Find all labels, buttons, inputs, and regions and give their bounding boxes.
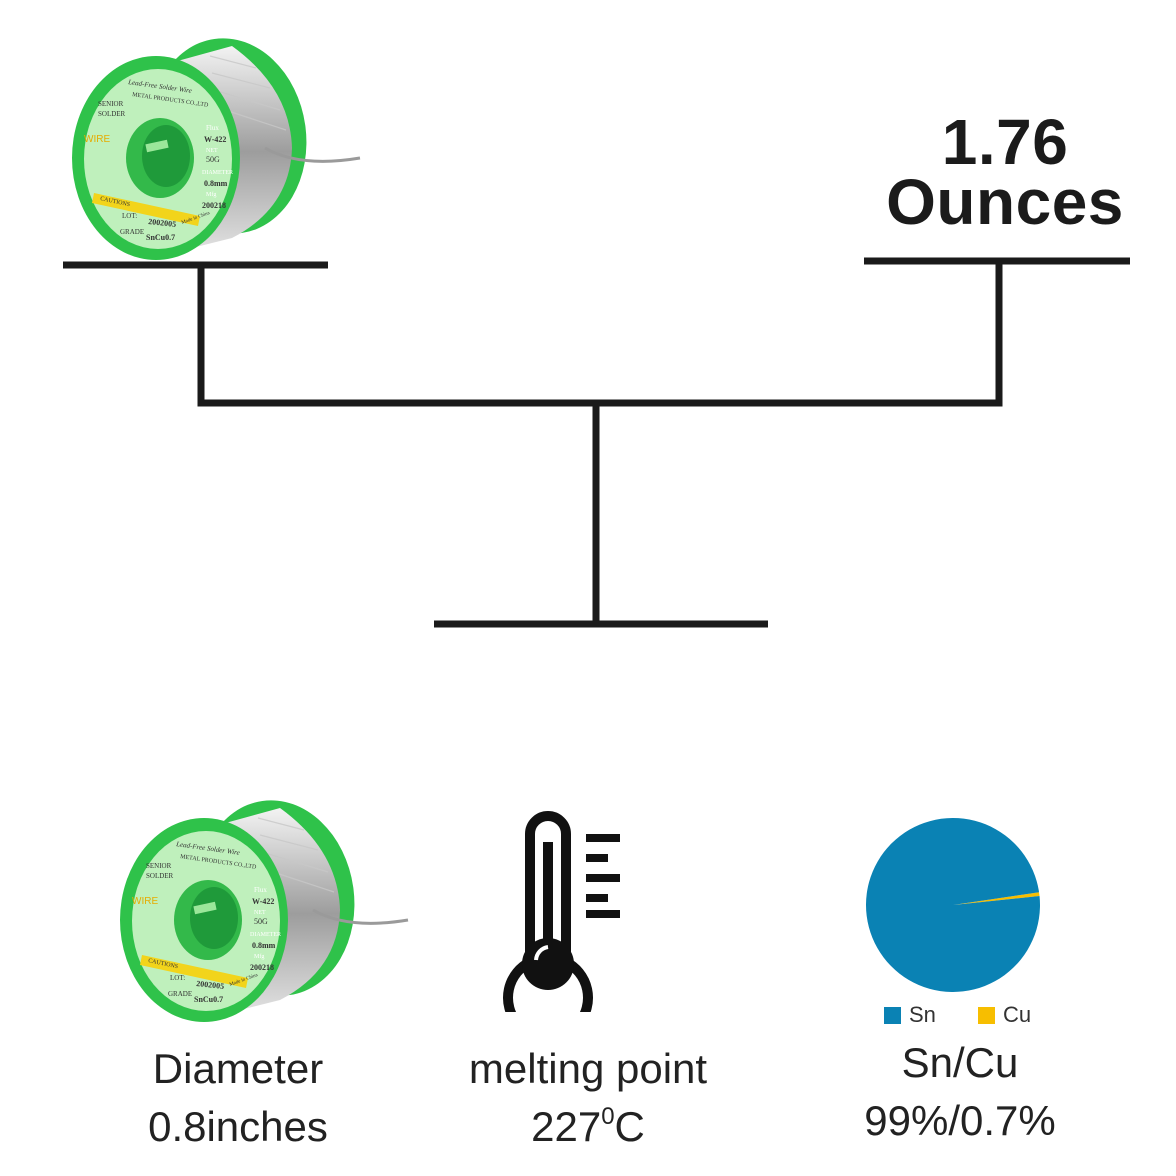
spool-senior: SENIOR: [98, 100, 124, 108]
legend-swatch-cu: [978, 1006, 996, 1024]
spool-grade-value: SnCu0.7: [146, 233, 175, 242]
spool-flux: Flux: [254, 886, 267, 894]
scale-beam: [197, 261, 1003, 407]
solder-spool-icon: Lead-Free Solder Wire METAL PRODUCTS CO.…: [72, 38, 361, 260]
spool-lot-label: LOT:: [122, 212, 137, 220]
solder-spool-icon: Lead-Free Solder Wire METAL PRODUCTS CO.…: [120, 800, 409, 1022]
pie-slice-sn: [866, 818, 1040, 993]
spool-solder: SOLDER: [98, 110, 126, 118]
spool-net-value: 50G: [206, 155, 220, 164]
spool-wire: WIRE: [84, 134, 110, 145]
alloy-title: Sn/Cu: [901, 1039, 1019, 1086]
spool-grade-label: GRADE: [168, 990, 192, 998]
spool-mfg: Mfg: [254, 953, 264, 960]
spool-net: NET: [206, 148, 218, 154]
melting-point-caption: melting point 2270C: [438, 1040, 738, 1156]
spool-mfg-value: 200218: [250, 963, 274, 972]
spool-diameter: DIAMETER: [250, 932, 281, 938]
melting-point-degree: 0: [601, 1103, 615, 1130]
melting-point-number: 227: [531, 1103, 602, 1150]
spool-solder: SOLDER: [146, 872, 174, 880]
spool-flux-code: W-422: [204, 135, 226, 144]
alloy-caption: Sn/Cu 99%/0.7%: [820, 1034, 1100, 1150]
spool-net: NET: [254, 910, 266, 916]
spool-flux-code: W-422: [252, 897, 274, 906]
spool-wire: WIRE: [132, 896, 158, 907]
spool-lot-value: 2002005: [148, 217, 177, 229]
diameter-title: Diameter: [152, 1045, 324, 1092]
melting-point-value: 2270C: [438, 1098, 738, 1156]
legend-item-sn: Sn: [884, 1002, 936, 1028]
spool-mfg: Mfg: [206, 191, 216, 198]
legend-item-cu: Cu: [978, 1002, 1031, 1028]
legend-swatch-sn: [884, 1006, 901, 1024]
spool-lot-value: 2002005: [196, 979, 225, 991]
spool-grade-value: SnCu0.7: [194, 995, 223, 1004]
legend-label-cu: Cu: [1003, 1002, 1032, 1027]
spool-lot-label: LOT:: [170, 974, 185, 982]
weight-value: 1.76: [941, 106, 1069, 178]
spool-net-value: 50G: [254, 917, 268, 926]
pie-slice-cu: [953, 892, 1040, 905]
spool-diameter-value: 0.8mm: [252, 941, 276, 950]
weight-unit: Ounces: [886, 166, 1124, 238]
diameter-caption: Diameter 0.8inches: [98, 1040, 378, 1156]
alloy-value: 99%/0.7%: [864, 1097, 1056, 1144]
spool-diameter-value: 0.8mm: [204, 179, 228, 188]
thermometer-icon: [503, 811, 620, 1012]
spool-flux: Flux: [206, 124, 219, 132]
diameter-value: 0.8inches: [148, 1103, 328, 1150]
spool-senior: SENIOR: [146, 862, 172, 870]
legend-label-sn: Sn: [909, 1002, 936, 1027]
alloy-pie-chart: [866, 818, 1040, 993]
pie-legend: Sn Cu: [884, 1002, 1067, 1030]
spool-grade-label: GRADE: [120, 228, 144, 236]
melting-point-title: melting point: [468, 1045, 708, 1092]
spool-diameter: DIAMETER: [202, 170, 233, 176]
spool-mfg-value: 200218: [202, 201, 226, 210]
melting-point-unit: C: [614, 1103, 645, 1150]
weight-label: 1.76 Ounces: [860, 106, 1150, 238]
